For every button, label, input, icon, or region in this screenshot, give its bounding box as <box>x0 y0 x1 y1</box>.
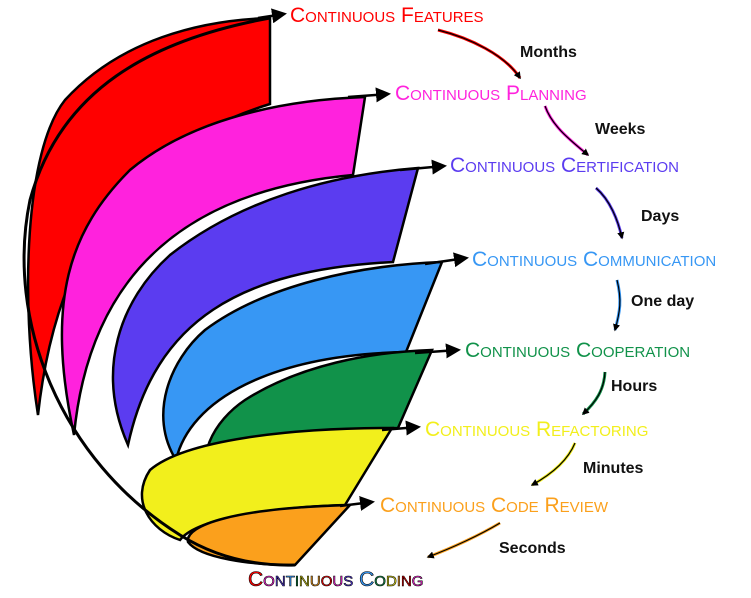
interval-label-3: Days <box>641 208 679 225</box>
interval-label-4: One day <box>631 293 694 310</box>
band-communication <box>162 260 444 464</box>
stage-pointer-arrows <box>257 8 469 511</box>
flow-arrow-1 <box>437 29 521 80</box>
interval-label-1: Months <box>520 44 577 61</box>
pointer-arrow-3 <box>399 159 447 175</box>
band-certification <box>111 166 420 450</box>
pointer-arrow-4 <box>424 252 469 268</box>
stage-label-5: Continuous Cooperation <box>465 339 690 362</box>
stage-label-1: Continuous Features <box>290 4 484 27</box>
pointer-arrow-2 <box>347 87 391 103</box>
stage-label-7: Continuous Code Review <box>380 494 609 517</box>
flow-arrow-5 <box>581 371 606 415</box>
interval-label-2: Weeks <box>595 121 646 138</box>
stage-label-2: Continuous Planning <box>395 82 587 105</box>
pointer-arrow-5 <box>414 343 461 359</box>
final-stage-label: Continuous Coding <box>248 568 423 591</box>
flow-arrow-band-1 <box>437 28 522 79</box>
flow-arrow-4 <box>613 279 621 332</box>
flow-arrow-band-5 <box>581 371 607 416</box>
flow-arrow-band-3 <box>594 186 624 239</box>
flow-arrow-band-2 <box>543 105 589 157</box>
interval-label-5: Hours <box>611 378 657 395</box>
spiral-bands <box>22 16 444 567</box>
flow-arrow-7 <box>426 522 501 559</box>
pointer-arrow-6 <box>381 420 421 436</box>
flow-arrow-3 <box>595 187 625 240</box>
outer-curve <box>22 16 296 567</box>
band-planning <box>60 95 367 436</box>
stage-label-6: Continuous Refactoring <box>425 418 648 441</box>
interval-flow-arrows <box>426 28 625 559</box>
interval-label-7: Seconds <box>499 540 566 557</box>
flow-arrow-band-6 <box>531 442 577 487</box>
stage-label-4: Continuous Communication <box>472 248 716 271</box>
pointer-arrow-7 <box>339 496 375 511</box>
flow-arrow-2 <box>544 105 590 156</box>
interval-label-6: Minutes <box>583 460 644 477</box>
stage-label-3: Continuous Certification <box>450 154 679 177</box>
flow-arrow-band-7 <box>427 521 501 559</box>
flow-arrow-6 <box>530 442 576 486</box>
pointer-arrow-1 <box>257 8 287 24</box>
